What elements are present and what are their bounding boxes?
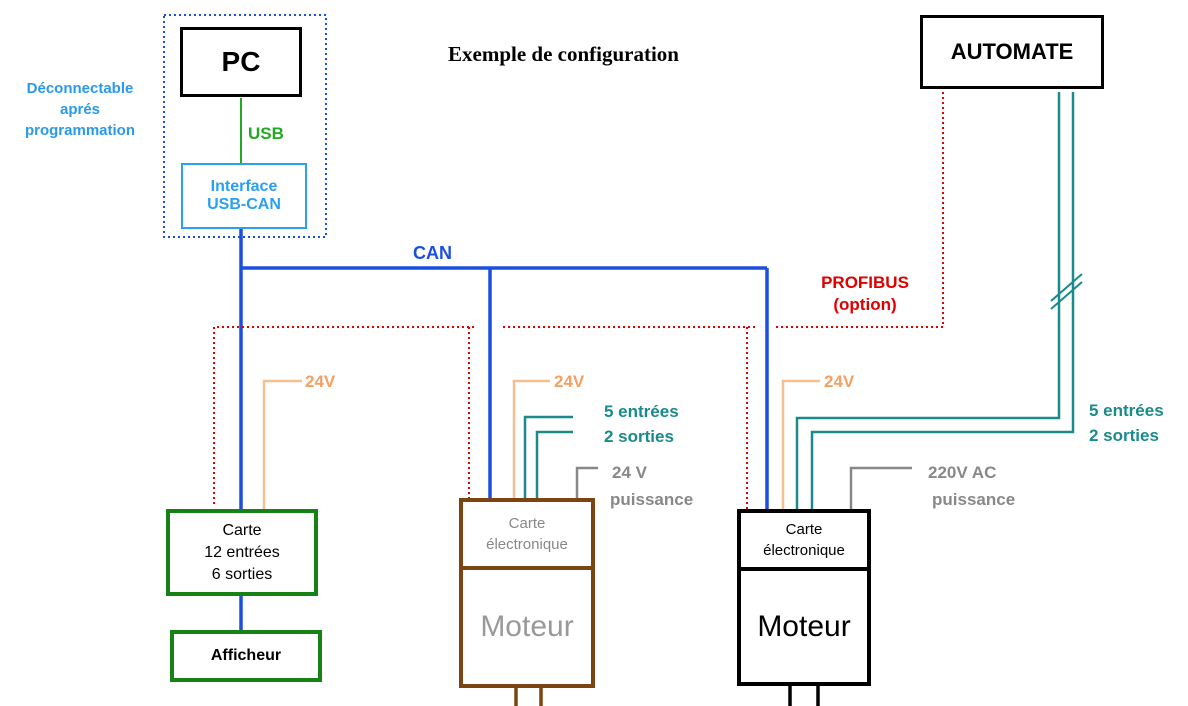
- right-card-box: Carte électronique: [741, 513, 867, 571]
- middle-card-line1: Carte: [508, 515, 546, 532]
- middle-power-label: 24 V puissance: [610, 459, 694, 513]
- middle-card-box: Carte électronique: [463, 502, 591, 570]
- left-card-line1: Carte: [222, 521, 262, 539]
- middle-motor-box: Moteur: [463, 570, 591, 684]
- pc-label: PC: [221, 46, 261, 77]
- interface-label-line2: USB-CAN: [207, 196, 281, 213]
- left-supply-label: 24V: [305, 372, 336, 391]
- middle-motor-unit: Carte électronique Moteur: [459, 498, 595, 688]
- right-card-line1: Carte: [785, 521, 823, 538]
- right-power-label: 220V AC puissance: [928, 459, 1015, 513]
- right-motor-unit: Carte électronique Moteur: [737, 509, 871, 686]
- pc-box: PC: [180, 27, 302, 97]
- middle-io-label: 5 entrées 2 sorties: [604, 399, 679, 449]
- middle-motor-label: Moteur: [480, 610, 574, 643]
- usb-label: USB: [248, 124, 284, 143]
- right-io-line1: 5 entrées: [1089, 401, 1164, 420]
- interface-box: Interface USB-CAN: [181, 163, 307, 229]
- right-io-line2: 2 sorties: [1089, 426, 1159, 445]
- removable-note-line1: Déconnectable: [26, 80, 134, 97]
- middle-power-line1: 24 V: [612, 463, 647, 482]
- right-power-line1: 220V AC: [928, 463, 997, 482]
- profibus-bus: [213, 92, 944, 510]
- interface-label-line1: Interface: [210, 178, 278, 195]
- automate-label: AUTOMATE: [950, 39, 1074, 64]
- right-io-label: 5 entrées 2 sorties: [1089, 398, 1164, 448]
- middle-power-line2: puissance: [610, 490, 694, 509]
- can-bus: [239, 229, 769, 631]
- right-power-line2: puissance: [932, 490, 1016, 509]
- middle-supply-label: 24V: [554, 372, 585, 391]
- removable-note-line3: programmation: [24, 122, 135, 139]
- removable-frame: [163, 14, 327, 238]
- middle-io-line2: 2 sorties: [604, 427, 674, 446]
- automate-box: AUTOMATE: [920, 15, 1104, 89]
- left-card-line3: 6 sorties: [211, 565, 273, 583]
- removable-note-line2: aprés: [59, 101, 101, 118]
- power-lines: [575, 466, 912, 510]
- left-card-box: Carte 12 entrées 6 sorties: [166, 509, 318, 596]
- display-label: Afficheur: [210, 647, 282, 664]
- right-supply-label: 24V: [824, 372, 855, 391]
- removable-note: Déconnectable aprés programmation: [4, 78, 156, 141]
- motor-shafts: [514, 685, 820, 706]
- right-card-line2: électronique: [763, 542, 845, 559]
- right-motor-box: Moteur: [741, 571, 867, 682]
- right-motor-label: Moteur: [757, 609, 851, 643]
- middle-io-line1: 5 entrées: [604, 402, 679, 421]
- profibus-label: PROFIBUS (option): [800, 272, 930, 316]
- supply-lines: [262, 379, 820, 510]
- profibus-label-line1: PROFIBUS: [821, 273, 909, 292]
- middle-card-line2: électronique: [486, 536, 568, 553]
- io-lines: [523, 92, 1083, 510]
- left-card-line2: 12 entrées: [204, 543, 280, 561]
- can-label: CAN: [413, 243, 452, 263]
- diagram-title: Exemple de configuration: [448, 42, 679, 66]
- display-box: Afficheur: [170, 630, 322, 682]
- profibus-label-line2: (option): [833, 295, 897, 314]
